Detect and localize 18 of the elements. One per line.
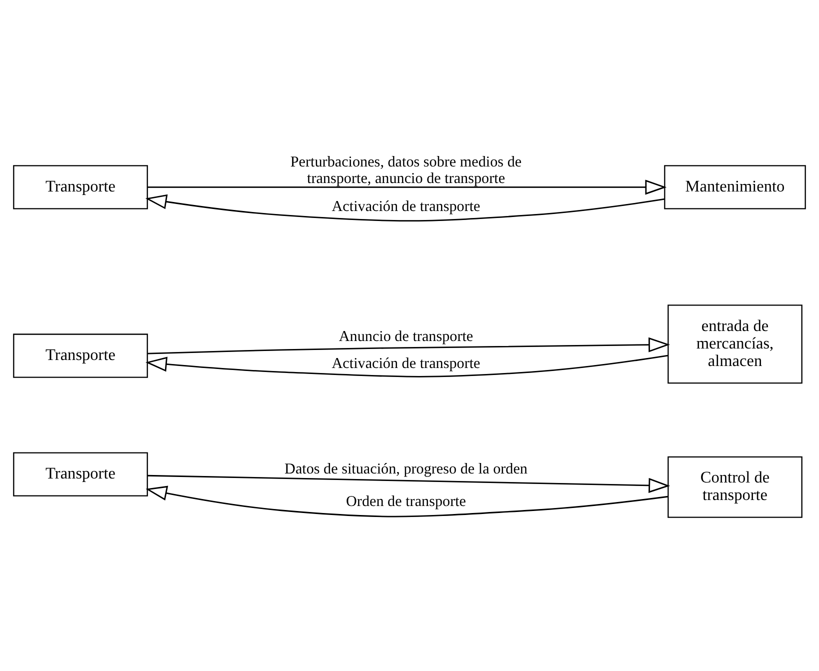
edge-label: Datos de situación, progreso de la orden <box>284 461 528 478</box>
node-box: Transporte <box>13 164 148 209</box>
edge-label: Activación de transporte <box>332 198 480 214</box>
node-box: Transporte <box>13 333 148 378</box>
arrow <box>148 336 670 354</box>
arrow <box>146 485 668 517</box>
arrow <box>147 474 670 492</box>
edge-label: Orden de transporte <box>346 494 466 510</box>
node-box: Transporte <box>13 452 148 496</box>
node-box: Control de transporte <box>668 456 802 518</box>
node-box: Mantenimiento <box>664 164 806 209</box>
edge-label: Perturbaciones, datos sobre medios de transporte, anuncio de transporte <box>290 154 522 187</box>
arrow <box>148 179 667 194</box>
edge-label: Activación de transporte <box>332 355 480 372</box>
arrow <box>146 354 668 377</box>
node-box: entrada de mercancías, almacen <box>668 304 802 384</box>
edge-label: Anuncio de transporte <box>338 328 474 345</box>
arrow <box>145 194 665 222</box>
